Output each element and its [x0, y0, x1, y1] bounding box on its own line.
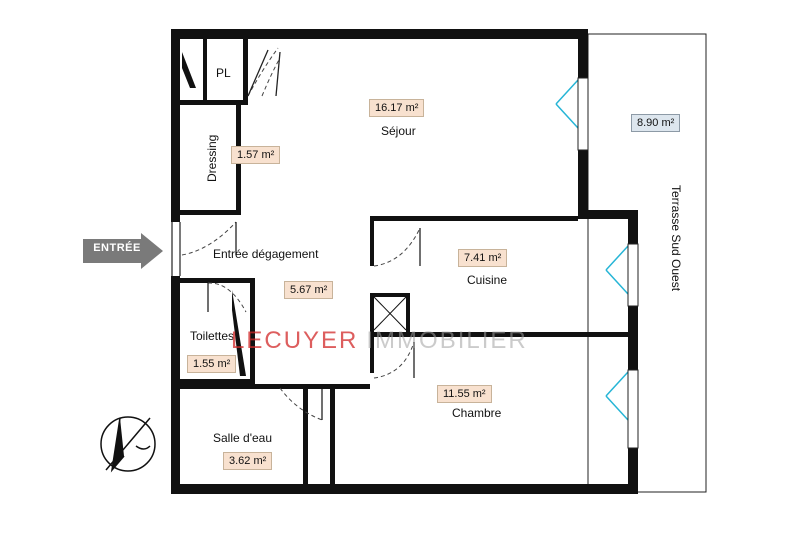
cuisine-label: Cuisine [467, 273, 508, 287]
entry-door [171, 222, 181, 276]
watermark-part2: IMMOBILIER [366, 327, 528, 354]
watermark-part1: LECUYER [231, 327, 359, 354]
sejour-area: 16.17 m² [369, 99, 425, 117]
salle-eau-label: Salle d'eau [213, 431, 273, 445]
terrasse-area: 8.90 m² [631, 114, 681, 132]
chambre-area: 11.55 m² [437, 385, 492, 403]
salle-eau-area: 3.62 m² [223, 452, 273, 470]
toilettes-label: Toilettes [190, 329, 235, 343]
dressing-label: Dressing [205, 134, 219, 182]
entry-label: ENTRÉE [93, 242, 141, 254]
chambre-label: Chambre [452, 406, 502, 420]
entree-label: Entrée dégagement [213, 247, 319, 261]
toilettes-area: 1.55 m² [187, 355, 237, 373]
terrace-outline [587, 33, 707, 493]
interior-walls [180, 39, 632, 484]
dressing-area: 1.57 m² [231, 146, 281, 164]
entry-arrow: ENTRÉE [83, 233, 169, 269]
wc-fixture [373, 296, 407, 331]
hatch-detail [182, 52, 246, 376]
entree-area: 5.67 m² [284, 281, 334, 299]
agency-watermark: LECUYER IMMOBILIER [231, 327, 528, 355]
door-swings [181, 47, 421, 421]
terrasse-label: Terrasse Sud Ouest [669, 185, 683, 292]
placard-label: PL [216, 66, 231, 80]
sejour-label: Séjour [381, 124, 416, 138]
compass-icon [100, 416, 156, 473]
windows [555, 77, 639, 449]
door-leaves [207, 49, 421, 420]
cuisine-area: 7.41 m² [458, 249, 508, 267]
